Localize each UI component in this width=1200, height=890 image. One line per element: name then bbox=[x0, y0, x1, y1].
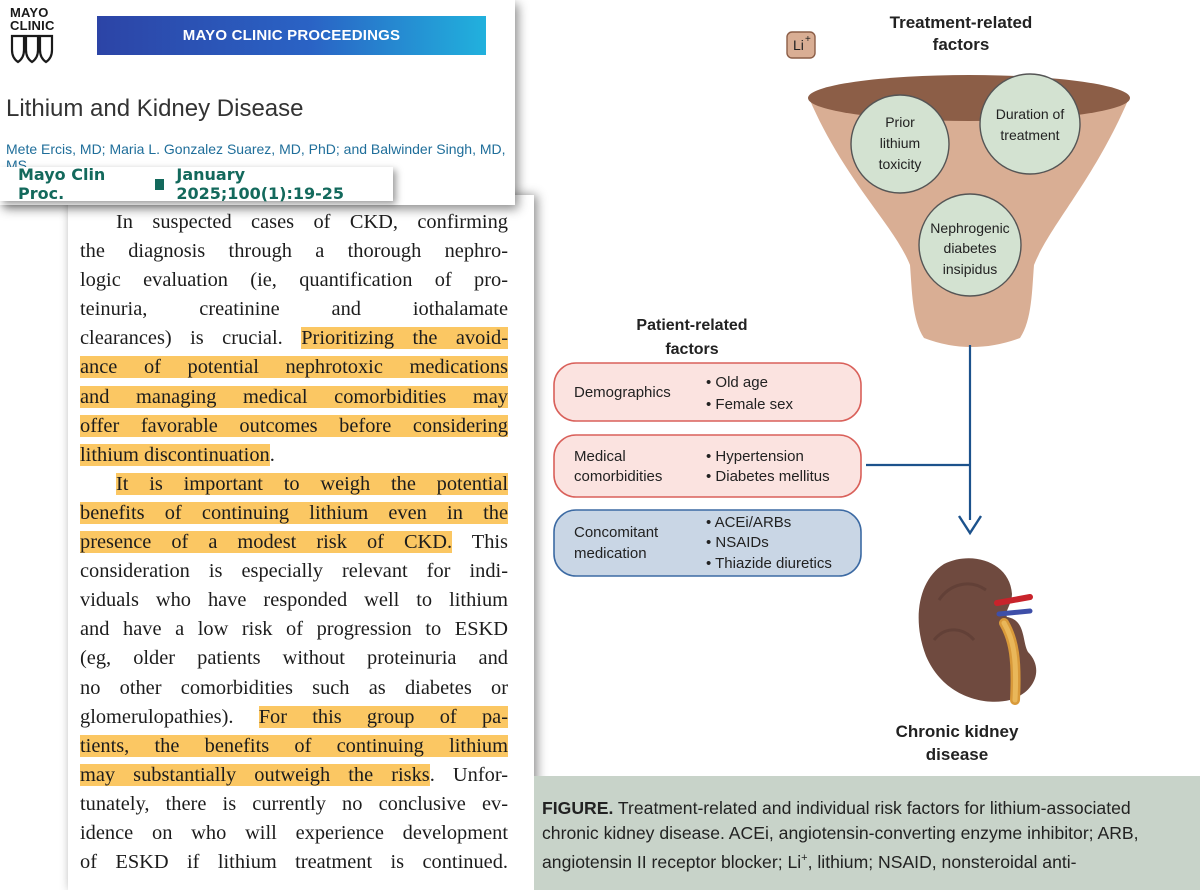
text-line: and managing medical comorbidities may bbox=[80, 383, 508, 412]
demographics-item: • Old age bbox=[706, 374, 768, 391]
concomitant-medication-item: • Thiazide diuretics bbox=[706, 555, 832, 572]
lithium-badge-label: Li bbox=[793, 37, 804, 53]
medical-comorbidities-label: Medical bbox=[574, 448, 626, 465]
figure-caption: FIGURE. Treatment-related and individual… bbox=[534, 776, 1200, 890]
highlighted-text: Prioritizing the avoid- bbox=[301, 327, 508, 350]
highlighted-text: ance of potential nephrotoxic medication… bbox=[80, 356, 508, 379]
text-line: presence of a modest risk of CKD. This bbox=[80, 528, 508, 557]
logo-line-1: MAYO bbox=[10, 5, 49, 20]
text-line: consideration is especially relevant for… bbox=[80, 560, 508, 583]
text-line: lithium discontinuation. bbox=[80, 441, 508, 470]
text-line: It is important to weigh the potential bbox=[80, 470, 508, 499]
demographics-label: Demographics bbox=[574, 384, 671, 401]
citation-journal: Mayo Clin Proc. bbox=[18, 165, 106, 203]
demographics-item: • Female sex bbox=[706, 396, 793, 413]
text-line: no other comorbidities such as diabetes … bbox=[80, 676, 508, 699]
circle-label-line: Duration of bbox=[996, 106, 1065, 122]
text-line: (eg, older patients without proteinuria … bbox=[80, 647, 508, 670]
prior-lithium-toxicity-circle: Prior lithium toxicity bbox=[850, 94, 950, 194]
mayo-clinic-logo: MAYO CLINIC bbox=[10, 6, 56, 64]
text-line: and have a low risk of progression to ES… bbox=[80, 618, 508, 641]
highlighted-text: For this group of pa- bbox=[258, 705, 508, 728]
circle-label-line: lithium bbox=[880, 135, 920, 151]
article-title: Lithium and Kidney Disease bbox=[6, 95, 304, 122]
text-line: tients, the benefits of continuing lithi… bbox=[80, 732, 508, 761]
caption-text: Treatment-related and individual risk fa… bbox=[613, 798, 1131, 818]
kidney-icon bbox=[918, 558, 1037, 705]
text-run: . bbox=[269, 443, 275, 466]
demographics-box: Demographics • Old age • Female sex bbox=[553, 362, 862, 422]
text-line: clearances) is crucial. Prioritizing the… bbox=[80, 324, 508, 353]
text-line: In suspected cases of CKD, confirming bbox=[116, 211, 508, 233]
caption-line: angiotensin II receptor blocker; Li+, li… bbox=[542, 846, 1190, 875]
highlighted-text: lithium discontinuation bbox=[80, 443, 270, 466]
text-line: offer favorable outcomes before consider… bbox=[80, 412, 508, 441]
highlighted-text: may substantially outweigh the risks bbox=[80, 763, 430, 786]
text-line: of ESKD if lithium treatment is continue… bbox=[80, 851, 508, 874]
lithium-badge: Li + bbox=[786, 31, 816, 59]
outcome-label-line2: disease bbox=[926, 745, 988, 764]
medical-comorbidities-box: Medical comorbidities • Hypertension • D… bbox=[553, 434, 862, 498]
text-line: ance of potential nephrotoxic medication… bbox=[80, 353, 508, 382]
duration-of-treatment-circle: Duration of treatment bbox=[979, 73, 1081, 175]
highlighted-text: tients, the benefits of continuing lithi… bbox=[80, 734, 508, 757]
highlighted-text: and managing medical comorbidities may bbox=[80, 385, 508, 408]
text-line: idence on who will experience developmen… bbox=[80, 821, 508, 844]
caption-text: angiotensin II receptor blocker; Li bbox=[542, 851, 802, 872]
nephrogenic-diabetes-insipidus-circle: Nephrogenic diabetes insipidus bbox=[918, 193, 1022, 297]
caption-label: FIGURE. bbox=[542, 798, 614, 818]
caption-line: chronic kidney disease. ACEi, angiotensi… bbox=[542, 823, 1139, 843]
text-line: viduals who have responded well to lithi… bbox=[80, 589, 508, 612]
citation-separator-icon bbox=[154, 178, 165, 190]
concomitant-medication-item: • NSAIDs bbox=[706, 534, 769, 551]
circle-label-line: Prior bbox=[885, 114, 915, 130]
highlighted-text: benefits of continuing lithium even in t… bbox=[80, 501, 508, 524]
highlighted-text: It is important to weigh the potential bbox=[116, 472, 508, 495]
logo-line-2: CLINIC bbox=[10, 18, 55, 33]
text-line: logic evaluation (ie, quantification of … bbox=[80, 269, 508, 292]
circle-label-line: Nephrogenic bbox=[930, 220, 1009, 236]
citation-strip: Mayo Clin Proc. January 2025;100(1):19-2… bbox=[0, 165, 393, 203]
patient-factors-title: Patient-related bbox=[636, 317, 747, 334]
medical-comorbidities-label-line2: comorbidities bbox=[574, 468, 662, 485]
text-run: This bbox=[452, 531, 508, 554]
highlighted-text: offer favorable outcomes before consider… bbox=[80, 414, 508, 437]
medical-comorbidities-item: • Hypertension bbox=[706, 448, 804, 465]
figure-panel: Li + Treatment-related factors Prior lit… bbox=[534, 0, 1200, 890]
text-excerpt: In suspected cases of CKD, confirming th… bbox=[68, 195, 534, 890]
concomitant-medication-box: Concomitant medication • ACEi/ARBs • NSA… bbox=[553, 509, 862, 577]
caption-superscript: + bbox=[801, 852, 808, 864]
circle-label-line: toxicity bbox=[879, 156, 922, 172]
text-line: the diagnosis through a thorough nephro- bbox=[80, 240, 508, 263]
concomitant-medication-item: • ACEi/ARBs bbox=[706, 514, 791, 531]
text-line: may substantially outweigh the risks. Un… bbox=[80, 761, 508, 790]
text-line: tunately, there is currently no conclusi… bbox=[80, 792, 508, 815]
concomitant-medication-label: Concomitant bbox=[574, 524, 659, 541]
medical-comorbidities-item: • Diabetes mellitus bbox=[706, 468, 830, 485]
flow-arrows bbox=[866, 345, 983, 536]
mayo-shields-icon bbox=[10, 34, 54, 64]
patient-factors-title-line2: factors bbox=[665, 341, 718, 358]
circle-label-line: treatment bbox=[1000, 127, 1059, 143]
text-run: . Unfor- bbox=[429, 763, 508, 786]
caption-line: FIGURE. Treatment-related and individual… bbox=[542, 796, 1190, 821]
text-line: benefits of continuing lithium even in t… bbox=[80, 499, 508, 528]
highlighted-text: presence of a modest risk of CKD. bbox=[80, 531, 453, 554]
citation-date: January 2025;100(1):19-25 bbox=[176, 165, 345, 203]
body-text: In suspected cases of CKD, confirming th… bbox=[80, 208, 508, 877]
text-run: clearances) is crucial. bbox=[80, 327, 302, 350]
text-run: glomerulopathies). bbox=[80, 705, 259, 728]
treatment-factors-title: Treatment-related bbox=[890, 13, 1033, 32]
circle-label-line: insipidus bbox=[943, 261, 997, 277]
outcome-label: Chronic kidney bbox=[896, 722, 1019, 741]
treatment-factors-title-line2: factors bbox=[933, 35, 990, 54]
lithium-badge-charge: + bbox=[805, 34, 811, 45]
journal-banner: MAYO CLINIC PROCEEDINGS bbox=[97, 16, 486, 55]
caption-text: , lithium; NSAID, nonsteroidal anti- bbox=[807, 851, 1077, 872]
concomitant-medication-label-line2: medication bbox=[574, 545, 647, 562]
circle-label-line: diabetes bbox=[944, 240, 997, 256]
text-line: glomerulopathies). For this group of pa- bbox=[80, 703, 508, 732]
text-line: teinuria, creatinine and iothalamate bbox=[80, 298, 508, 321]
risk-factors-figure: Li + Treatment-related factors Prior lit… bbox=[553, 13, 1130, 764]
